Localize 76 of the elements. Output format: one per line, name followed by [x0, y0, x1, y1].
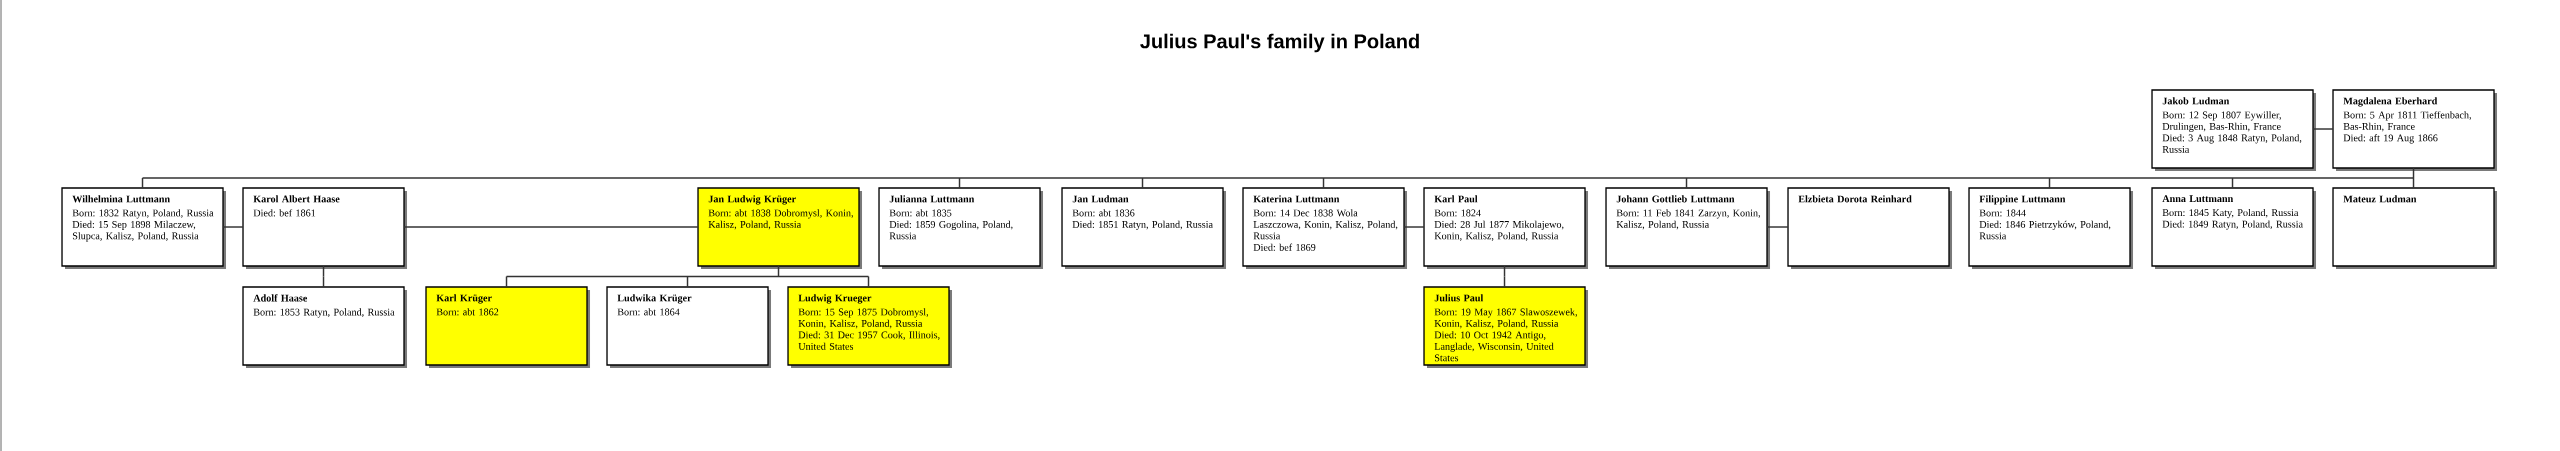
- life-event-text: Born: 11 Feb 1841 Zarzyn, Konin, Kalisz, Poland, Russia: [1616, 209, 1760, 230]
- life-event-text: Born: abt 1864: [617, 308, 680, 316]
- life-event-text: Died: aft 19 Aug 1866: [2343, 134, 2438, 144]
- person-name: Jakob Ludman: [2162, 97, 2230, 105]
- life-event-text: Born: 5 Apr 1811 Tieffenbach, Bas-Rhin, France: [2343, 111, 2471, 132]
- life-event-text: Died: 1846 Pietrzyków, Poland, Russia: [1979, 220, 2111, 240]
- life-event-text: Born: 1824: [1434, 209, 1481, 217]
- life-event-text: Born: 12 Sep 1807 Eywiller, Drulingen, Bas-Rhin, France: [2162, 111, 2281, 132]
- person-box: [1605, 187, 1770, 269]
- person-name: Karol Albert Haase: [253, 195, 340, 203]
- connector-line: [2312, 128, 2334, 130]
- connector-line: [505, 265, 870, 288]
- person-box: [61, 187, 226, 269]
- life-event-text: Born: abt 1838 Dobromysl, Konin, Kalisz, Poland, Russia: [708, 209, 853, 230]
- life-event-text: Died: 28 Jul 1877 Mikolajewo, Konin, Kalisz, Poland, Russia: [1434, 220, 1564, 241]
- person-name: Karl Paul: [1434, 195, 1478, 203]
- person-name: Ludwig Krueger: [798, 294, 872, 304]
- life-event-text: Born: 15 Sep 1875 Dobromysl, Konin, Kalisz, Poland, Russia: [798, 308, 928, 329]
- connector-line: [141, 167, 2415, 189]
- person-name: Julianna Luttmann: [889, 195, 975, 203]
- person-name: Adolf Haase: [253, 294, 308, 302]
- life-event-text: Died: 1851 Ratyn, Poland, Russia: [1072, 220, 1213, 230]
- person-box: [1423, 187, 1588, 269]
- life-event-text: Died: 31 Dec 1957 Cook, Illinois, United States: [798, 331, 940, 350]
- person-name: Anna Luttmann: [2162, 195, 2234, 203]
- life-event-text: Died: 1849 Ratyn, Poland, Russia: [2162, 220, 2303, 230]
- life-event-text: Died: bef 1869: [1253, 243, 1316, 251]
- person-box: [1242, 187, 1407, 269]
- connector-line: [1503, 265, 1506, 288]
- life-event-text: Died: 15 Sep 1898 Milaczew, Slupca, Kalisz, Poland, Russia: [72, 220, 199, 242]
- person-name: Ludwika Krüger: [617, 294, 692, 304]
- diagram-title: Julius Paul's family in Poland: [1140, 33, 1419, 53]
- life-event-text: Born: 19 May 1867 Slawoszewek, Konin, Kalisz, Poland, Russia: [1434, 308, 1577, 329]
- person-name: Katerina Luttmann: [1253, 195, 1340, 203]
- person-name: Filippine Luttmann: [1979, 195, 2066, 205]
- person-box: [2332, 89, 2497, 171]
- connector-line: [322, 265, 325, 288]
- person-box: [2151, 187, 2316, 269]
- connector-line: [222, 226, 244, 228]
- person-name: Elzbieta Dorota Reinhard: [1798, 195, 1912, 203]
- connector-line: [1403, 226, 1425, 228]
- person-box: [606, 286, 771, 368]
- person-box: [787, 286, 952, 368]
- person-box: [242, 286, 407, 368]
- person-box: [1968, 187, 2133, 269]
- person-name: Jan Ludman: [1072, 195, 1129, 203]
- person-box: [2151, 89, 2316, 171]
- person-box: [425, 286, 590, 368]
- life-event-text: Born: abt 1836: [1072, 209, 1135, 217]
- person-name: Karl Krüger: [436, 294, 492, 304]
- person-name: Jan Ludwig Krüger: [708, 195, 796, 205]
- life-event-text: Born: 1832 Ratyn, Poland, Russia: [72, 209, 214, 219]
- person-box: [242, 187, 407, 269]
- life-event-text: Born: abt 1862: [436, 308, 499, 316]
- person-name: Julius Paul: [1434, 294, 1484, 302]
- person-box: [697, 187, 862, 269]
- life-event-text: Born: 1853 Ratyn, Poland, Russia: [253, 308, 395, 318]
- person-name: Mateuz Ludman: [2343, 195, 2417, 203]
- person-name: Magdalena Eberhard: [2343, 97, 2438, 107]
- life-event-text: Born: 14 Dec 1838 Wola Laszczowa, Konin, Kalisz, Poland, Russia: [1253, 209, 1398, 240]
- person-name: Johann Gottlieb Luttmann: [1616, 195, 1735, 203]
- life-event-text: Died: 1859 Gogolina, Poland, Russia: [889, 220, 1013, 240]
- life-event-text: Born: 1844: [1979, 209, 2026, 217]
- person-box: [878, 187, 1043, 269]
- person-box: [1061, 187, 1226, 269]
- life-event-text: Born: abt 1835: [889, 209, 952, 217]
- life-event-text: Died: bef 1861: [253, 209, 316, 217]
- connector-line: [403, 226, 699, 228]
- life-event-text: Died: 10 Oct 1942 Antigo, Langlade, Wisconsin, United States: [1434, 331, 1554, 362]
- person-box: [1787, 187, 1952, 269]
- connector-line: [1766, 226, 1789, 228]
- life-event-text: Died: 3 Aug 1848 Ratyn, Poland, Russia: [2162, 134, 2302, 153]
- life-event-text: Born: 1845 Katy, Poland, Russia: [2162, 208, 2299, 219]
- person-name: Wilhelmina Luttmann: [72, 195, 170, 203]
- person-box: [1423, 286, 1588, 368]
- person-box: [2332, 187, 2497, 269]
